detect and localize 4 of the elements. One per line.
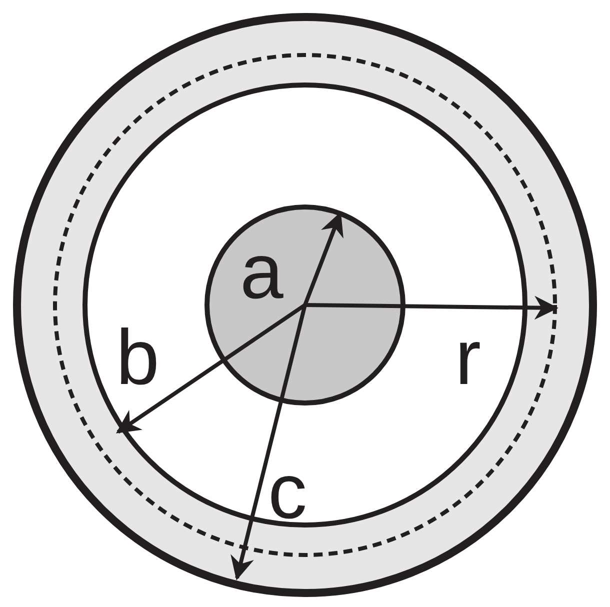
dimension-label: a [240, 232, 284, 310]
dimension-label: b [116, 318, 160, 396]
dimension-label: c [268, 452, 307, 530]
dimension-label: r [455, 318, 481, 396]
